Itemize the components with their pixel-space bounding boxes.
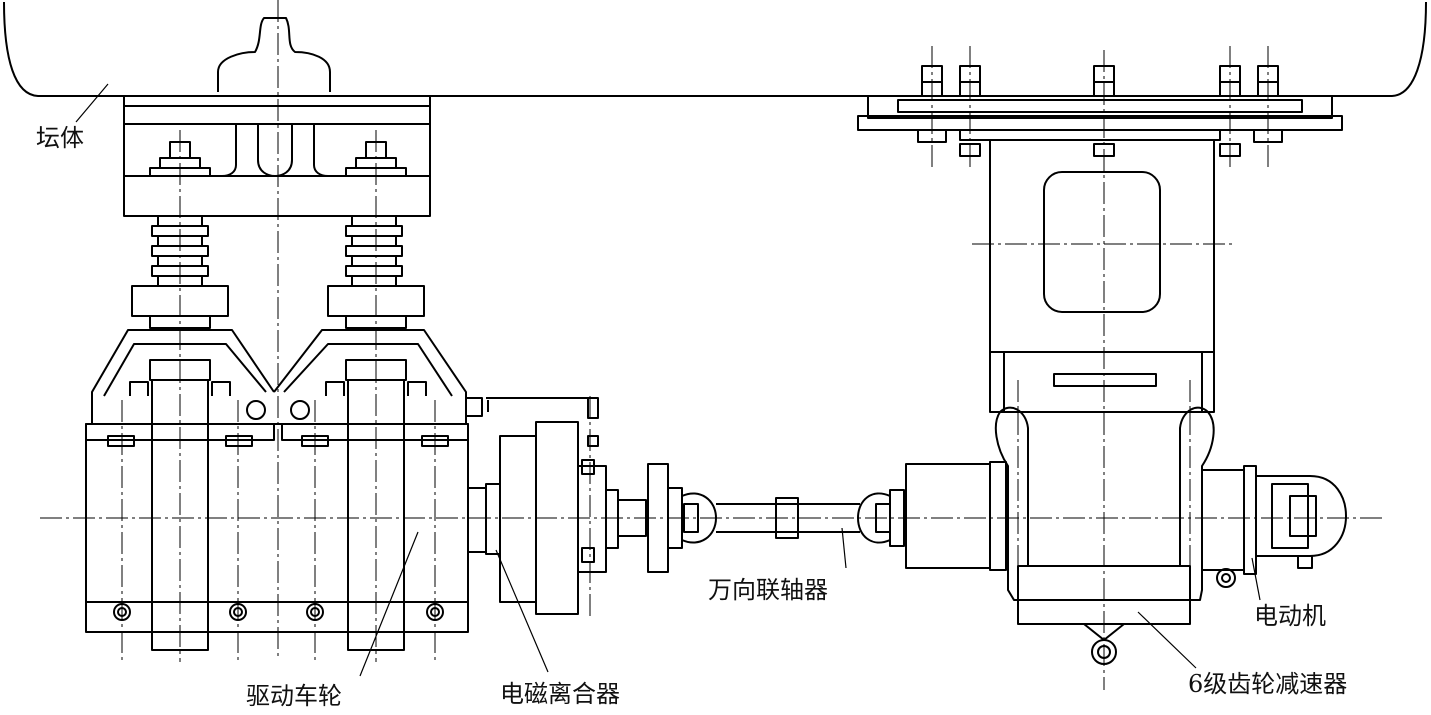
tank-body (3, 1, 1427, 97)
electromagnetic-clutch (485, 397, 619, 615)
wheel-saddle-right (273, 329, 467, 424)
label-drive-wheel: 驱动车轮 (246, 682, 342, 710)
gear-reducer (905, 406, 1257, 665)
label-tan-body: 坛体 (36, 124, 84, 152)
right-mounting-structure (857, 65, 1343, 413)
wheel-housing (85, 397, 487, 633)
label-gear-reducer: 6级齿轮减速器 (1188, 670, 1348, 698)
label-em-clutch: 电磁离合器 (500, 680, 620, 708)
spring-right (327, 215, 425, 329)
label-universal-coupling: 万向联轴器 (708, 576, 828, 604)
electric-motor (1255, 475, 1347, 569)
label-motor: 电动机 (1254, 602, 1326, 630)
leader-lines (75, 83, 1261, 677)
left-mounting-bracket (123, 17, 431, 217)
center-lines (40, 0, 1384, 690)
